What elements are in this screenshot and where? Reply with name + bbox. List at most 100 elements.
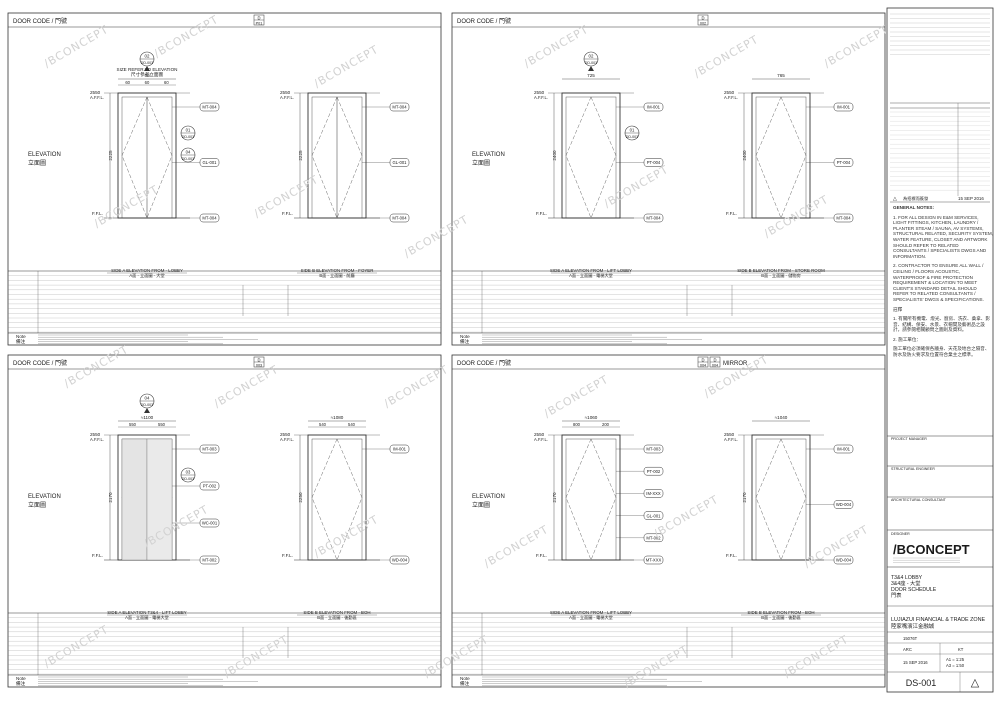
width-dimension: ≈1040 [775, 415, 788, 420]
material-tag-label: GL-001 [647, 513, 662, 518]
material-tag-label: MT-002 [646, 536, 661, 541]
note-cn-2-title: 2. 施工單位： [893, 336, 922, 342]
width-sub-dimension: 540 [319, 422, 327, 427]
callout-ref: DD-003 [141, 61, 153, 65]
level-bottom: F.F.L. [726, 553, 737, 558]
width-sub-dimension: 60 [125, 80, 130, 85]
material-tag-label: MT-004 [836, 216, 851, 221]
drawing-subtitle-cn: 門表 [891, 591, 902, 599]
door-code-letter: D [257, 16, 260, 21]
view-caption-cn: B面 - 立面圖 - 儲物房 [761, 272, 801, 279]
scale-a1: A1 = 1:25 [946, 657, 965, 662]
material-tag [389, 158, 410, 167]
height-dimension: 2400 [742, 150, 747, 161]
width-dimension: ≈1060 [585, 415, 598, 420]
project-name-cn: 陸家嘴濱江金融城 [891, 622, 935, 630]
callout-ref: DD-003 [585, 61, 597, 65]
level-bottom: F.F.L. [282, 211, 293, 216]
door-leaf [755, 96, 807, 219]
door-panel-p2: DOOR CODE / 門號D002ELEVATION立面圖2550A.F.F.… [451, 12, 886, 346]
door-frame [751, 434, 811, 561]
level-top-sub: A.F.F.L. [724, 95, 738, 100]
material-tag [833, 102, 854, 112]
elevation-label-cn: 立面圖 [28, 159, 46, 167]
size-note-cn: 尺寸參考立面圖 [131, 71, 164, 78]
width-sub-dimension: 550 [158, 422, 166, 427]
material-tag [643, 511, 664, 520]
checked-by: KT [958, 647, 964, 652]
door-code-letter: D [701, 16, 704, 21]
width-sub-dimension: 60 [145, 80, 150, 85]
door-code-label: DOOR CODE / 門號 [13, 359, 67, 367]
level-top-sub: A.F.F.L. [280, 437, 294, 442]
revision-issue-cn: 為招標而簽發 [903, 195, 929, 202]
door-code-number: 004 [712, 364, 718, 368]
height-dimension: 2170 [552, 492, 557, 503]
level-bottom: F.F.L. [92, 553, 103, 558]
material-tag-label: MT-004 [202, 105, 217, 110]
door-hatch [146, 438, 173, 561]
title-block-frame [886, 7, 994, 693]
door-code-number: 002 [700, 22, 706, 26]
callout-number: 01 [630, 128, 635, 133]
door-leaf [565, 96, 617, 219]
general-notes-title: GENERAL NOTES: [893, 205, 935, 210]
consultant-label-architectural_consultant: ARCHITECTURAL CONSULTANT [891, 498, 947, 502]
door-elevation-view: 2550A.F.F.L.F.F.L.2170≈1040IM-001WD-004W… [724, 415, 854, 621]
material-tag [199, 102, 220, 112]
callout-number: 02 [145, 54, 150, 59]
width-dimension: 725 [587, 73, 595, 78]
width-dimension: ≈1080 [331, 415, 344, 420]
material-tag [833, 500, 854, 509]
material-tag [643, 533, 664, 543]
material-tag-label: PT-002 [647, 469, 661, 474]
note-cn-title: 註釋 [893, 306, 903, 312]
level-bottom: F.F.L. [282, 553, 293, 558]
level-top-sub: A.F.F.L. [534, 437, 548, 442]
door-code-number: 004 [700, 364, 706, 368]
material-tag-label: GL-001 [393, 160, 408, 165]
material-tag-label: GL-001 [203, 160, 218, 165]
view-caption: SIDE A ELEVATION T3&4 - LIFT LOBBY [107, 610, 187, 615]
material-tag [199, 518, 220, 528]
material-tag-label: MT-004 [202, 216, 217, 221]
material-tag [833, 213, 854, 223]
material-tag-label: PT-002 [203, 484, 217, 489]
note-1: 1. FOR ALL DESIGN IN E&M SERVICES, LIGHT… [893, 214, 993, 259]
callout-arrow [144, 408, 150, 413]
door-code-label: DOOR CODE / 門號 [457, 359, 511, 367]
level-bottom: F.F.L. [536, 553, 547, 558]
callout-ref: DD-003 [182, 157, 194, 161]
material-tag-label: WC-001 [202, 521, 218, 526]
level-top: 2550 [90, 90, 101, 95]
door-swing-line [311, 96, 363, 219]
note-label-cn: 備注 [16, 338, 26, 345]
view-caption-cn: B面 - 立面圖 - 前廳 [319, 272, 355, 279]
view-caption: SIDE A ELEVATION FROM - LIFT LOBBY [550, 610, 632, 615]
level-top: 2550 [534, 90, 545, 95]
view-caption-cn: B面 - 立面圖 - 後勤區 [761, 614, 801, 621]
door-swing-line [755, 438, 807, 561]
view-caption-cn: B面 - 立面圖 - 後勤區 [317, 614, 357, 621]
material-tag [643, 489, 664, 498]
level-top: 2550 [724, 90, 735, 95]
note-cn-2: 施工單位必須確保各牆身、天花及地台之隔音、防水及防火要求及位置符合業主之標準。 [893, 346, 990, 358]
door-swing-line [565, 438, 617, 561]
elevation-label: ELEVATION [28, 494, 61, 500]
level-bottom: F.F.L. [726, 211, 737, 216]
height-dimension: 2170 [742, 492, 747, 503]
material-tag-label: IM-001 [647, 105, 661, 110]
view-caption-cn: A面 - 立面圖 - 電梯大堂 [569, 272, 613, 279]
revision-date: 15 SEP 2016 [958, 196, 984, 201]
note-label: Note [16, 334, 26, 339]
drawing-number: DS-001 [906, 678, 937, 688]
drawing-subtitle: DOOR SCHEDULE [891, 587, 937, 593]
material-tag [643, 213, 664, 223]
